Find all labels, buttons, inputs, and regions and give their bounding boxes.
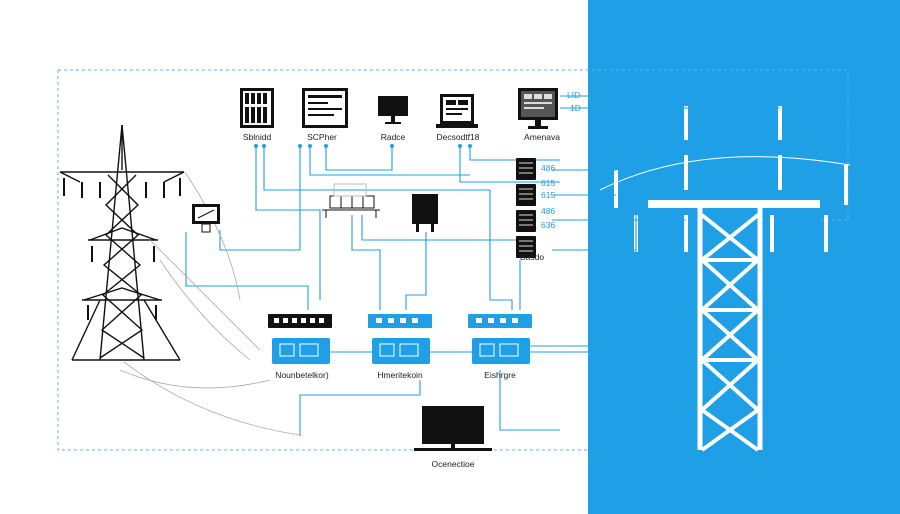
rack-value-7: 636: [541, 220, 556, 230]
monitor-icon: [378, 96, 408, 124]
connector-wires: [185, 95, 780, 436]
rack-value-1: LID: [567, 90, 581, 100]
terminal-icon: [302, 88, 348, 128]
rack-value-6: 486: [541, 206, 556, 216]
switch-label-1: Nounbetelkor): [275, 370, 329, 380]
switch-blue-icon: [368, 314, 532, 328]
rack-unit-2: [516, 184, 536, 206]
switch-dark-icon: [268, 314, 332, 328]
rack-unit-4: [516, 236, 536, 258]
device-label-terminal: SCPher: [307, 132, 337, 142]
device-label-workstation: Amenava: [524, 132, 560, 142]
rack-value-2: 1D: [570, 103, 581, 113]
device-label-control-panel: Sblnidd: [242, 132, 272, 142]
device-label-monitor: Radce: [380, 132, 406, 142]
bottom-monitor-icon: [414, 406, 492, 451]
rack-value-4: 615: [541, 178, 556, 188]
transmission-tower-left-icon: [59, 124, 185, 361]
rack-unit-3: [516, 210, 536, 232]
switch-module-icon: [272, 338, 530, 364]
laptop-icon: [436, 94, 478, 128]
device-label-laptop: Decsodtf18: [436, 132, 480, 142]
transmission-tower-right-icon: [599, 106, 851, 452]
switch-label-3: Eishrgre: [484, 370, 516, 380]
gray-curved-wires: [119, 171, 301, 436]
workstation-icon: [518, 88, 558, 129]
tablet-icon: [192, 204, 220, 233]
antenna-array-icon: [322, 183, 380, 218]
control-panel-icon: [240, 88, 274, 128]
switch-label-2: Hmeritekoin: [377, 370, 423, 380]
rack-label: Basdo: [520, 252, 545, 262]
rack-value-3: 486: [541, 163, 556, 173]
rack-unit-1: [516, 158, 536, 180]
bottom-device-label: Ocenectioe: [431, 459, 475, 469]
server-cabinet-icon: [412, 194, 438, 232]
rack-value-5: 615: [541, 190, 556, 200]
connector-pins: [254, 144, 472, 148]
